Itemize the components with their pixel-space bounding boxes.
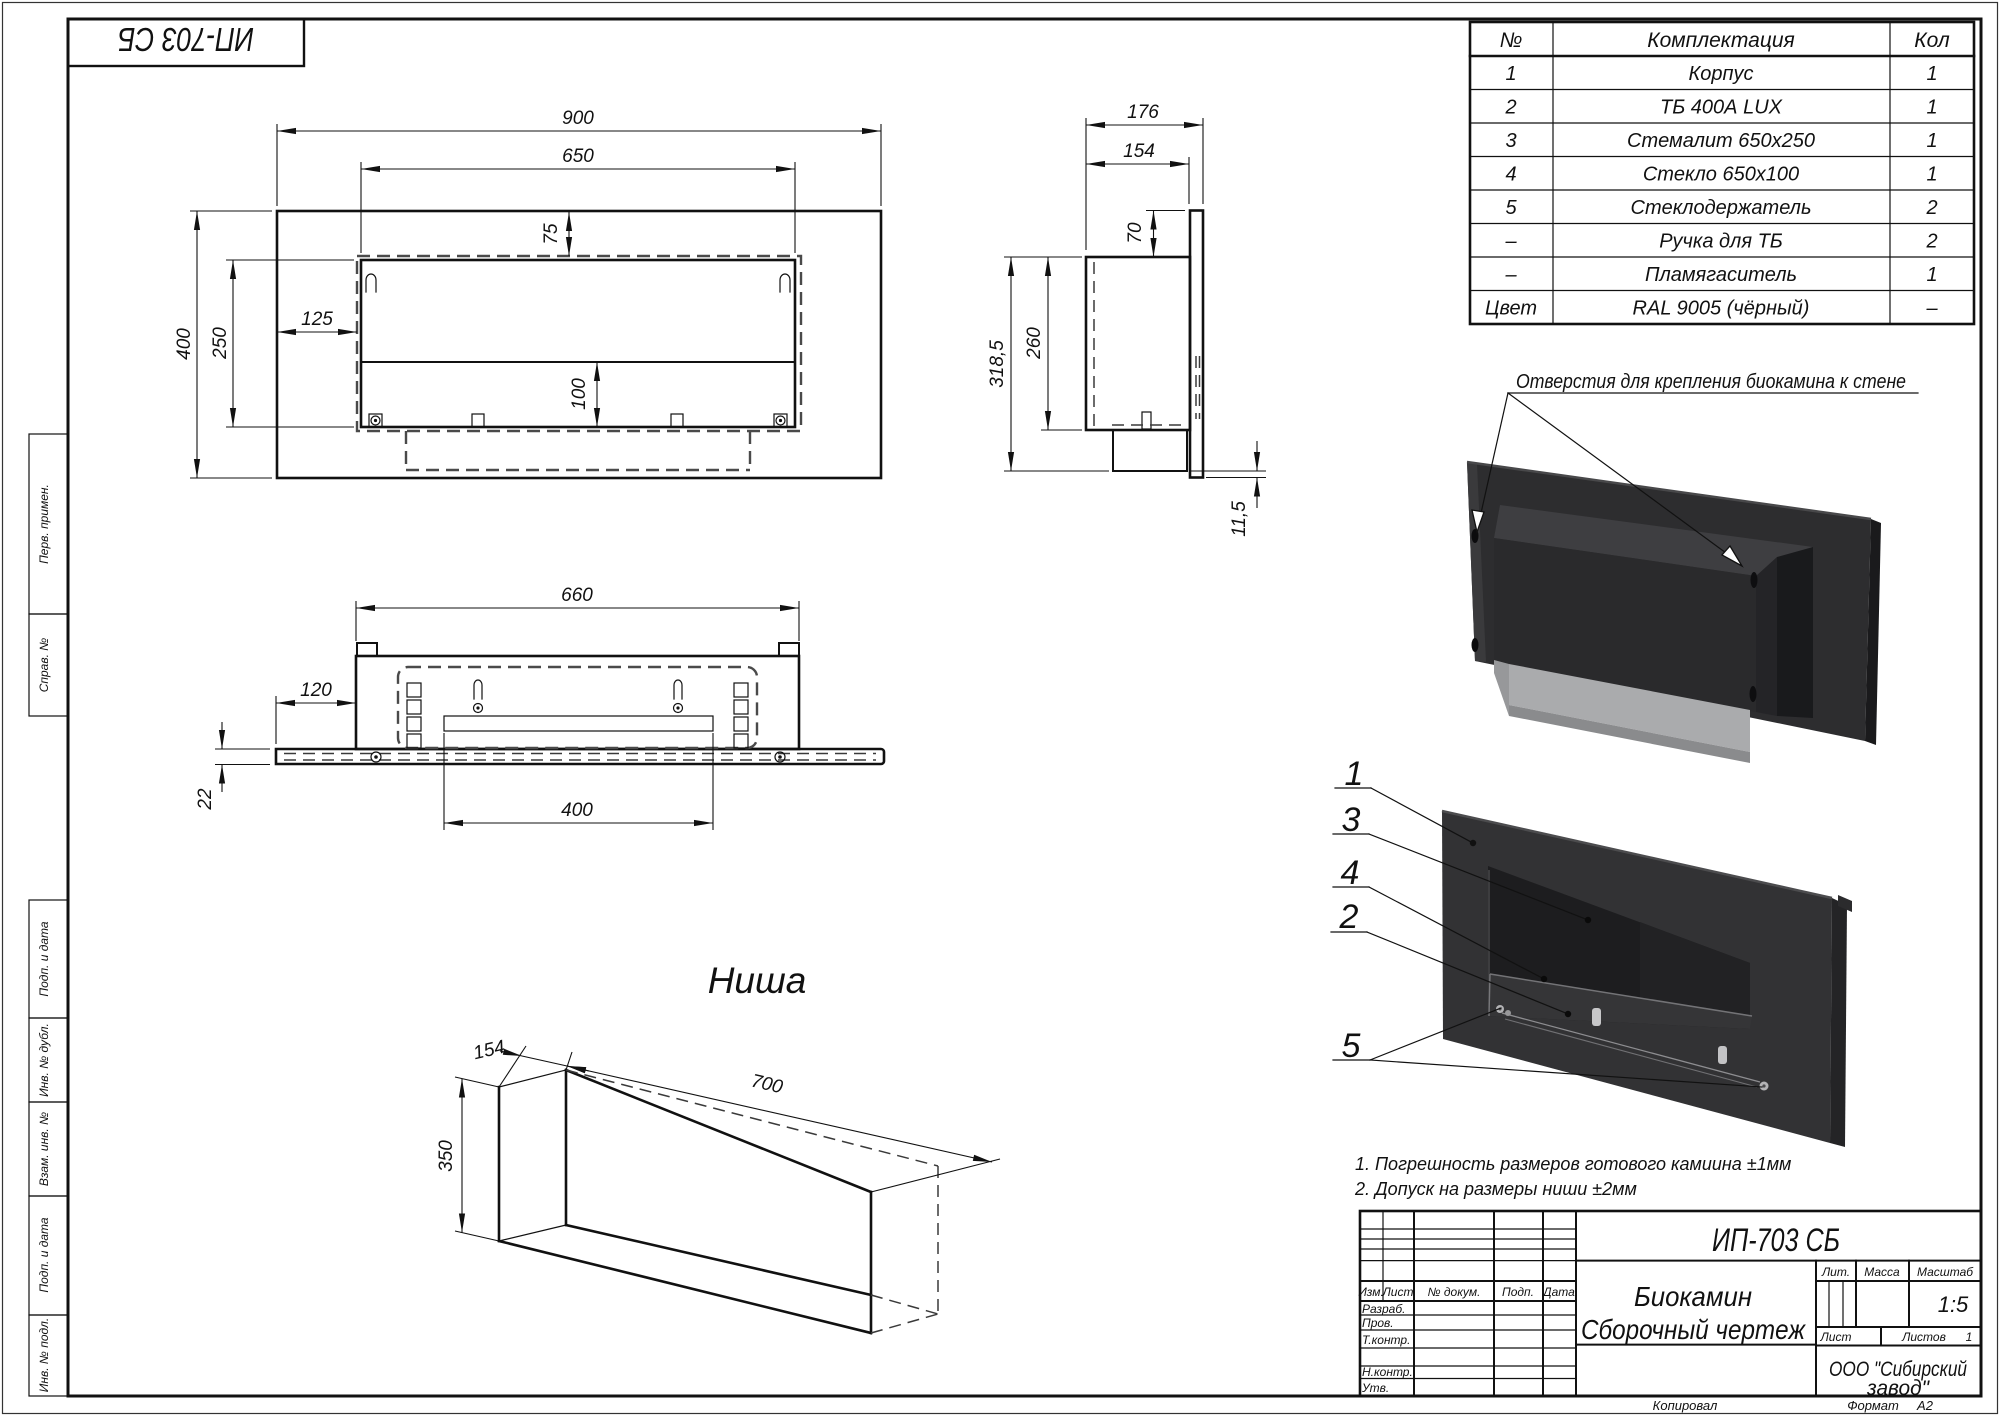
svg-text:Масштаб: Масштаб [1917,1265,1974,1279]
svg-text:2: 2 [1925,231,1937,253]
svg-text:1: 1 [1926,63,1937,85]
svg-text:1: 1 [1926,97,1937,119]
svg-text:Стемалит 650х250: Стемалит 650х250 [1627,130,1815,152]
svg-text:№: № [1500,29,1523,52]
svg-text:Лит.: Лит. [1821,1265,1850,1279]
svg-text:2. Допуск на размеры ниши ±2мм: 2. Допуск на размеры ниши ±2мм [1354,1179,1637,1199]
svg-text:1: 1 [1926,130,1937,152]
svg-text:Корпус: Корпус [1688,63,1753,85]
svg-text:Пров.: Пров. [1362,1316,1394,1330]
svg-text:Пламягаситель: Пламягаситель [1645,264,1797,286]
svg-text:1: 1 [1966,1330,1973,1344]
svg-text:2: 2 [1504,97,1516,119]
svg-text:Отверстия для крепления биокам: Отверстия для крепления биокамина к стен… [1516,371,1906,393]
svg-text:125: 125 [301,309,333,330]
svg-text:660: 660 [561,585,593,606]
svg-text:Разраб.: Разраб. [1362,1302,1405,1316]
svg-text:–: – [1504,264,1517,286]
svg-text:ИП-703 СБ: ИП-703 СБ [118,21,254,58]
svg-text:Формат: Формат [1847,1398,1899,1413]
svg-text:Биокамин: Биокамин [1634,1281,1752,1312]
svg-text:75: 75 [541,223,562,245]
svg-text:Кол: Кол [1914,29,1950,52]
svg-text:650: 650 [562,146,594,167]
svg-text:Подп.: Подп. [1502,1285,1534,1299]
svg-text:завод": завод" [1866,1377,1931,1400]
svg-text:Лист: Лист [1382,1285,1414,1299]
svg-text:3: 3 [1505,130,1516,152]
svg-text:Ручка для ТБ: Ручка для ТБ [1659,231,1783,253]
svg-text:Стекло 650х100: Стекло 650х100 [1643,164,1799,186]
svg-text:Дата: Дата [1541,1285,1575,1299]
svg-text:1: 1 [1505,63,1516,85]
svg-text:5: 5 [1505,197,1517,219]
svg-text:Комплектация: Комплектация [1647,29,1795,52]
svg-text:250: 250 [210,327,231,360]
svg-text:11,5: 11,5 [1229,501,1250,537]
svg-text:350: 350 [436,1140,457,1172]
svg-text:Перв. примен.: Перв. примен. [37,484,51,564]
svg-text:2: 2 [1339,898,1359,936]
svg-text:Ниша: Ниша [708,960,807,1001]
svg-text:ТБ 400А LUX: ТБ 400А LUX [1660,97,1783,119]
svg-text:Цвет: Цвет [1485,298,1537,320]
svg-text:Стеклодержатель: Стеклодержатель [1631,197,1812,219]
svg-text:–: – [1504,231,1517,253]
svg-text:22: 22 [195,788,216,811]
svg-text:1: 1 [1926,164,1937,186]
svg-text:ООО "Сибирский: ООО "Сибирский [1829,1358,1967,1381]
svg-text:2: 2 [1925,197,1937,219]
svg-text:Взам. инв. №: Взам. инв. № [37,1112,51,1186]
svg-text:ИП-703 СБ: ИП-703 СБ [1712,1222,1840,1258]
svg-text:Листов: Листов [1901,1330,1946,1344]
svg-text:318,5: 318,5 [987,340,1008,388]
svg-text:–: – [1925,298,1938,320]
svg-text:4: 4 [1341,854,1360,892]
svg-text:А2: А2 [1916,1398,1934,1413]
svg-text:1:5: 1:5 [1938,1292,1969,1317]
svg-text:260: 260 [1024,327,1045,360]
svg-text:3: 3 [1342,801,1361,839]
svg-text:70: 70 [1125,222,1146,244]
svg-text:№ докум.: № докум. [1428,1285,1481,1299]
svg-text:1: 1 [1926,264,1937,286]
svg-text:176: 176 [1127,102,1159,123]
svg-text:5: 5 [1342,1027,1361,1065]
svg-text:154: 154 [1123,141,1155,162]
svg-text:Изм.: Изм. [1358,1285,1384,1299]
svg-text:Лист: Лист [1820,1330,1852,1344]
svg-text:1. Погрешность размеров готово: 1. Погрешность размеров готового камиина… [1355,1154,1791,1174]
svg-text:Сборочный чертеж: Сборочный чертеж [1581,1314,1806,1345]
svg-text:Инв. № дубл.: Инв. № дубл. [37,1023,51,1097]
svg-text:900: 900 [562,108,594,129]
svg-text:Копировал: Копировал [1653,1398,1718,1413]
svg-text:Подп. и дата: Подп. и дата [37,921,51,996]
svg-text:Инв. № подл.: Инв. № подл. [37,1318,51,1392]
svg-text:1: 1 [1345,755,1364,793]
svg-text:Утв.: Утв. [1361,1381,1389,1395]
svg-text:RAL 9005 (чёрный): RAL 9005 (чёрный) [1633,298,1810,320]
svg-text:Подп. и дата: Подп. и дата [37,1217,51,1292]
svg-text:Масса: Масса [1864,1265,1900,1279]
svg-text:Справ. №: Справ. № [37,638,51,693]
svg-text:4: 4 [1505,164,1516,186]
svg-text:120: 120 [300,680,332,701]
svg-text:400: 400 [174,328,195,360]
svg-text:Т.контр.: Т.контр. [1362,1333,1410,1347]
svg-text:100: 100 [569,378,590,410]
svg-text:Н.контр.: Н.контр. [1362,1365,1413,1379]
svg-text:400: 400 [561,800,593,821]
